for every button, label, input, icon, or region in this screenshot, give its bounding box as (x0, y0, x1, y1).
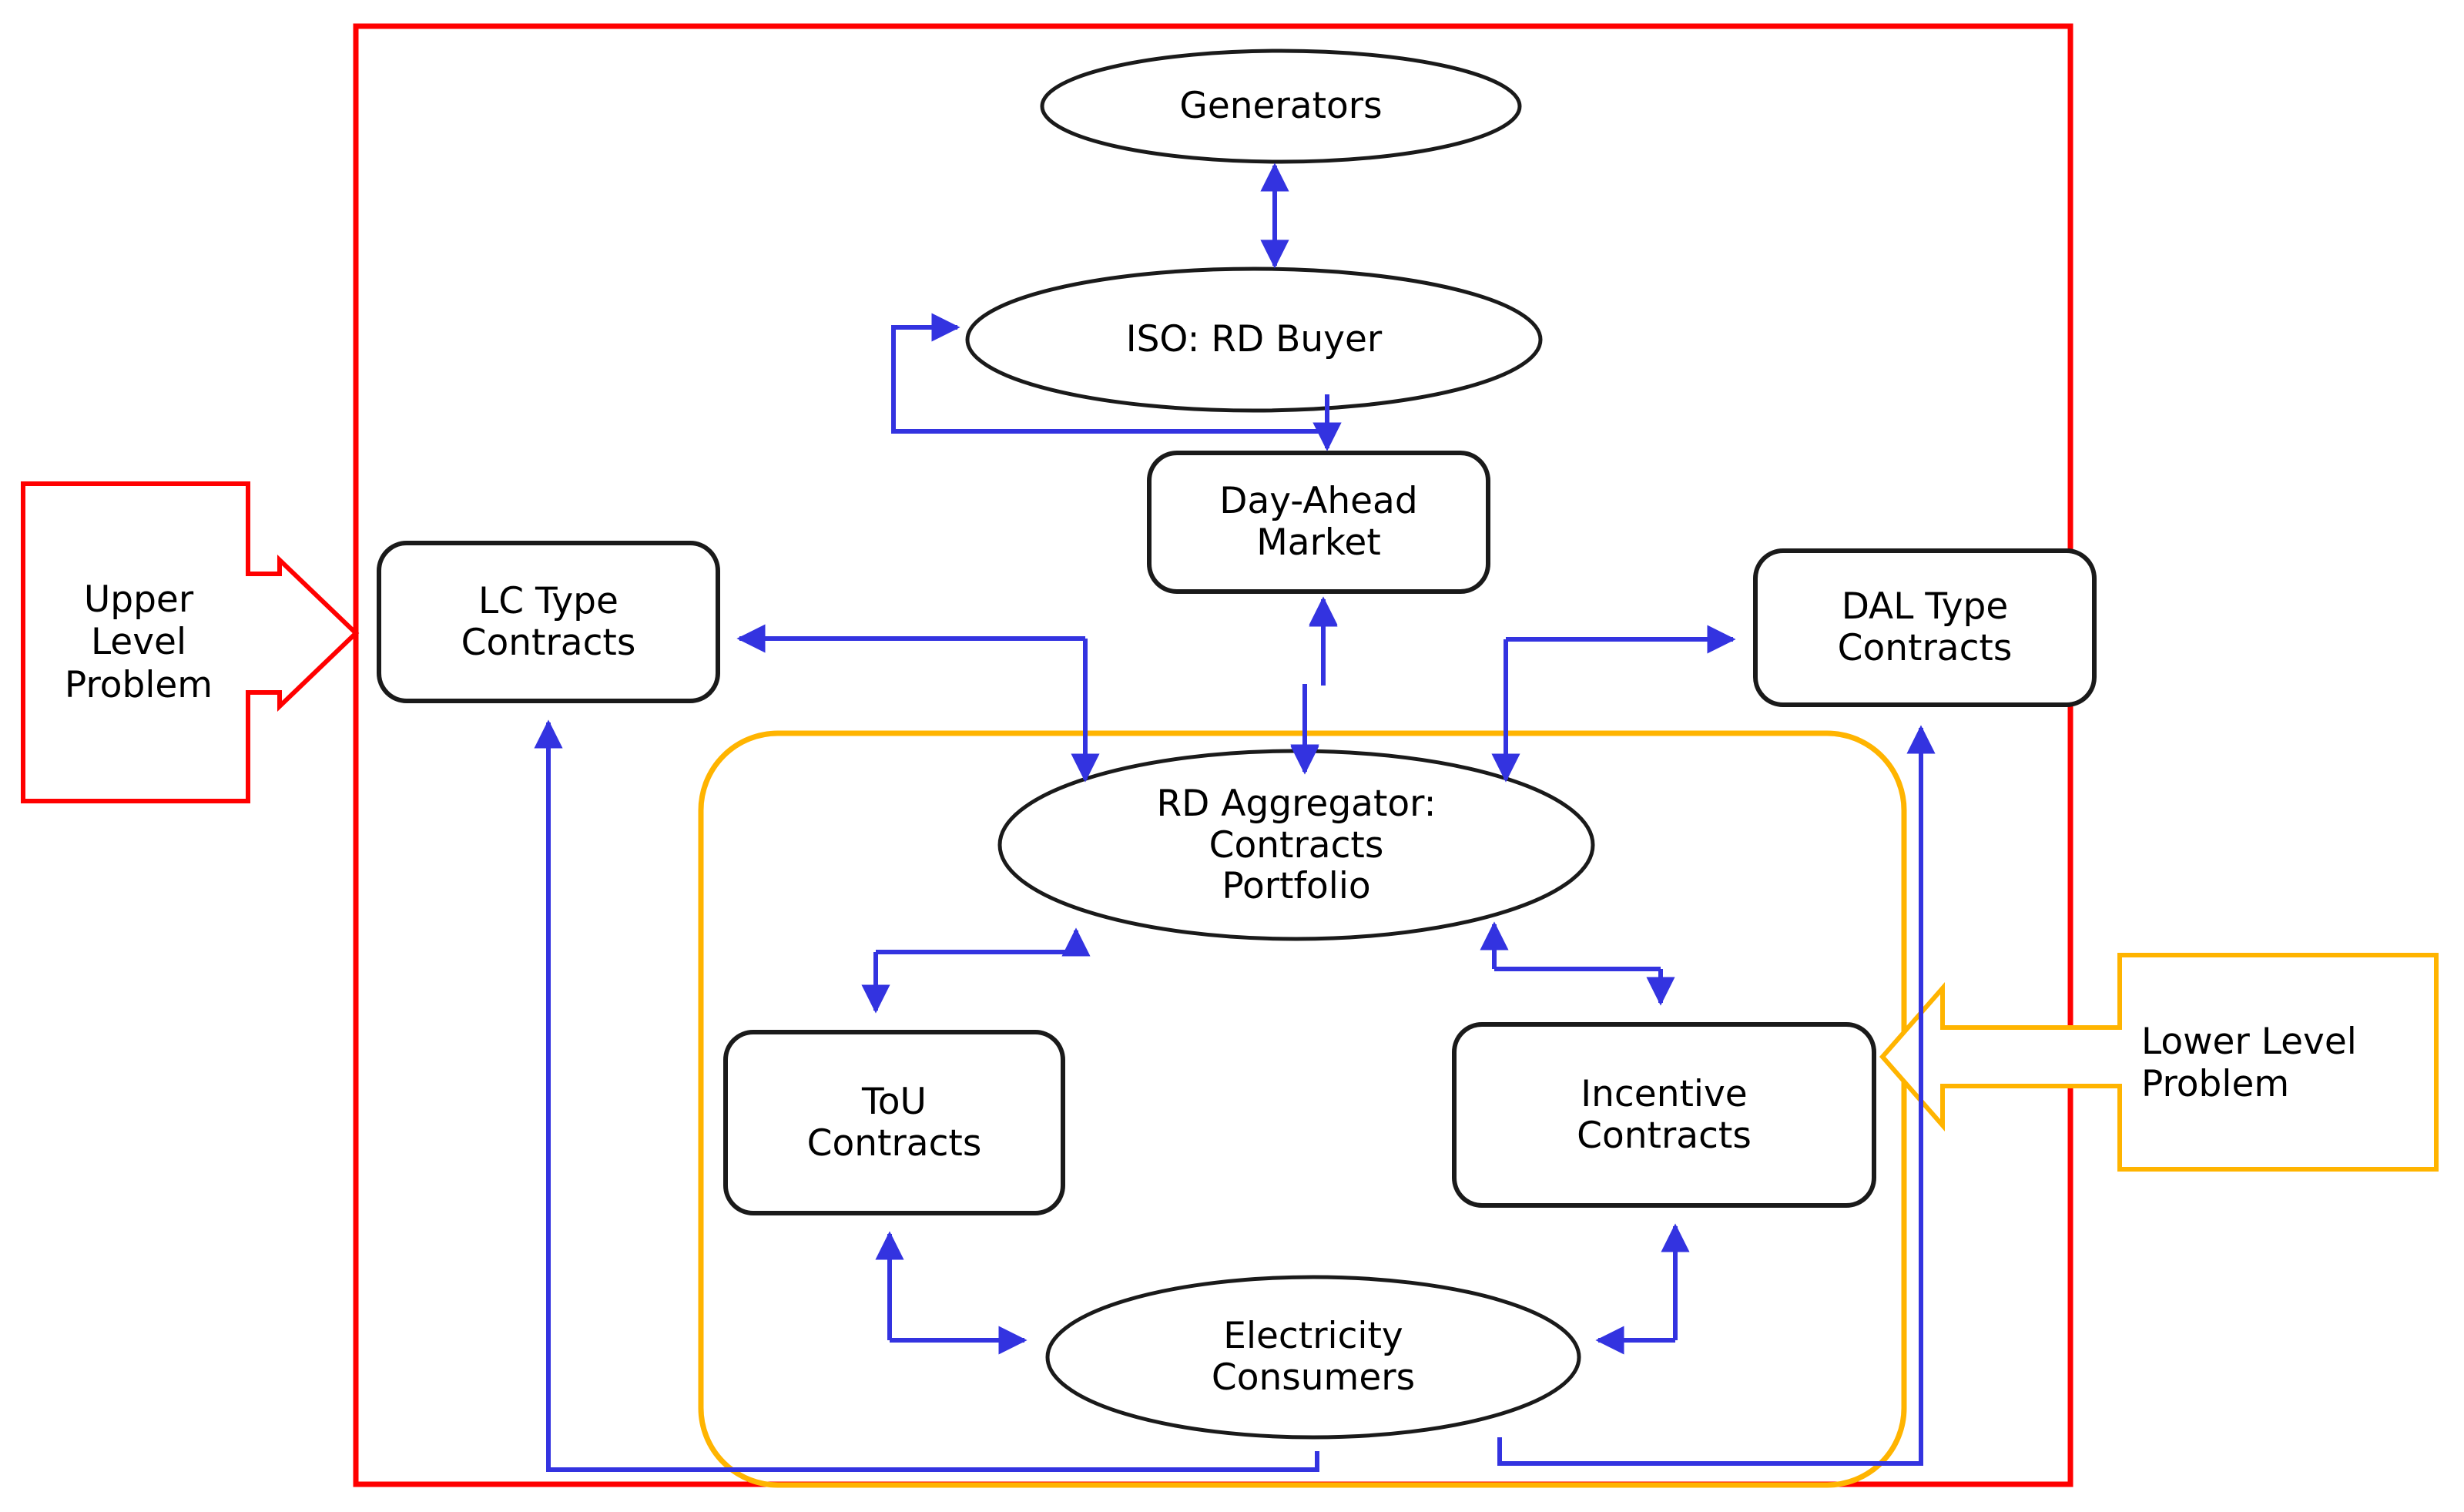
edge-consumers-to-lc (534, 719, 1319, 1472)
lower-level-callout-shape (1879, 953, 2439, 1172)
upper-level-problem-label: Upper Level Problem (64, 578, 213, 706)
node-tou-contracts[interactable] (723, 1030, 1065, 1215)
node-generators[interactable] (1040, 49, 1522, 164)
edge-rd-aggregator-to-tou-top (876, 947, 1078, 954)
lower-level-boundary (698, 730, 1907, 1488)
lower-level-problem-label: Lower Level Problem (2141, 1020, 2357, 1105)
node-day-ahead-market[interactable] (1147, 451, 1490, 594)
upper-level-callout-shape (21, 481, 360, 803)
node-dal-type-contracts[interactable] (1753, 548, 2097, 707)
edge-consumers-to-dal (1497, 725, 1936, 1466)
node-incentive-contracts[interactable] (1452, 1022, 1876, 1208)
node-lc-type-contracts[interactable] (377, 541, 720, 703)
node-iso-rd-buyer[interactable] (965, 267, 1543, 413)
edge-iso-to-dam (1312, 422, 1342, 451)
node-electricity-consumers[interactable] (1045, 1275, 1581, 1440)
